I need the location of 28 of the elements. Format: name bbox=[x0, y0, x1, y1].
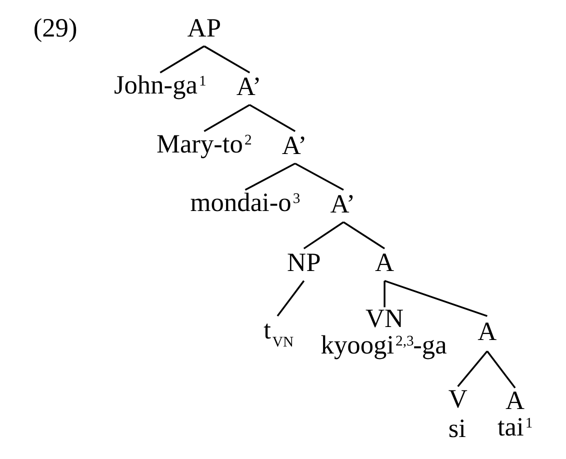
node-text: John-ga$^{1}$ bbox=[114, 70, 206, 100]
node-text: A bbox=[478, 316, 497, 346]
node-text: A tai$^{1}$ bbox=[497, 384, 533, 442]
connector bbox=[384, 280, 488, 317]
node-text: A’ bbox=[282, 130, 307, 160]
node-text: Mary-to$^{2}$ bbox=[156, 128, 252, 158]
node-text: NP bbox=[287, 247, 321, 278]
node-text: A’ bbox=[330, 188, 356, 218]
node-text: mondai-o$^{3}$ bbox=[190, 187, 300, 218]
connector bbox=[303, 221, 344, 250]
node-text: A bbox=[375, 247, 394, 278]
label: (29) bbox=[33, 12, 78, 43]
connector bbox=[384, 280, 386, 308]
connector bbox=[204, 45, 250, 74]
node-text: A’ bbox=[236, 71, 262, 102]
node-text: t$_{VN}$ bbox=[264, 314, 294, 351]
node-text: V si bbox=[448, 384, 468, 443]
connector bbox=[276, 280, 305, 317]
connector bbox=[204, 104, 250, 132]
connector bbox=[486, 350, 516, 388]
connector bbox=[249, 104, 296, 132]
connector bbox=[294, 162, 344, 191]
connector bbox=[244, 162, 296, 191]
connector bbox=[160, 45, 205, 74]
node-text: AP bbox=[187, 12, 222, 43]
node-text: VN kyoogi$^{2,3}$-ga bbox=[320, 302, 447, 360]
connector bbox=[457, 350, 488, 387]
connector bbox=[343, 221, 386, 250]
